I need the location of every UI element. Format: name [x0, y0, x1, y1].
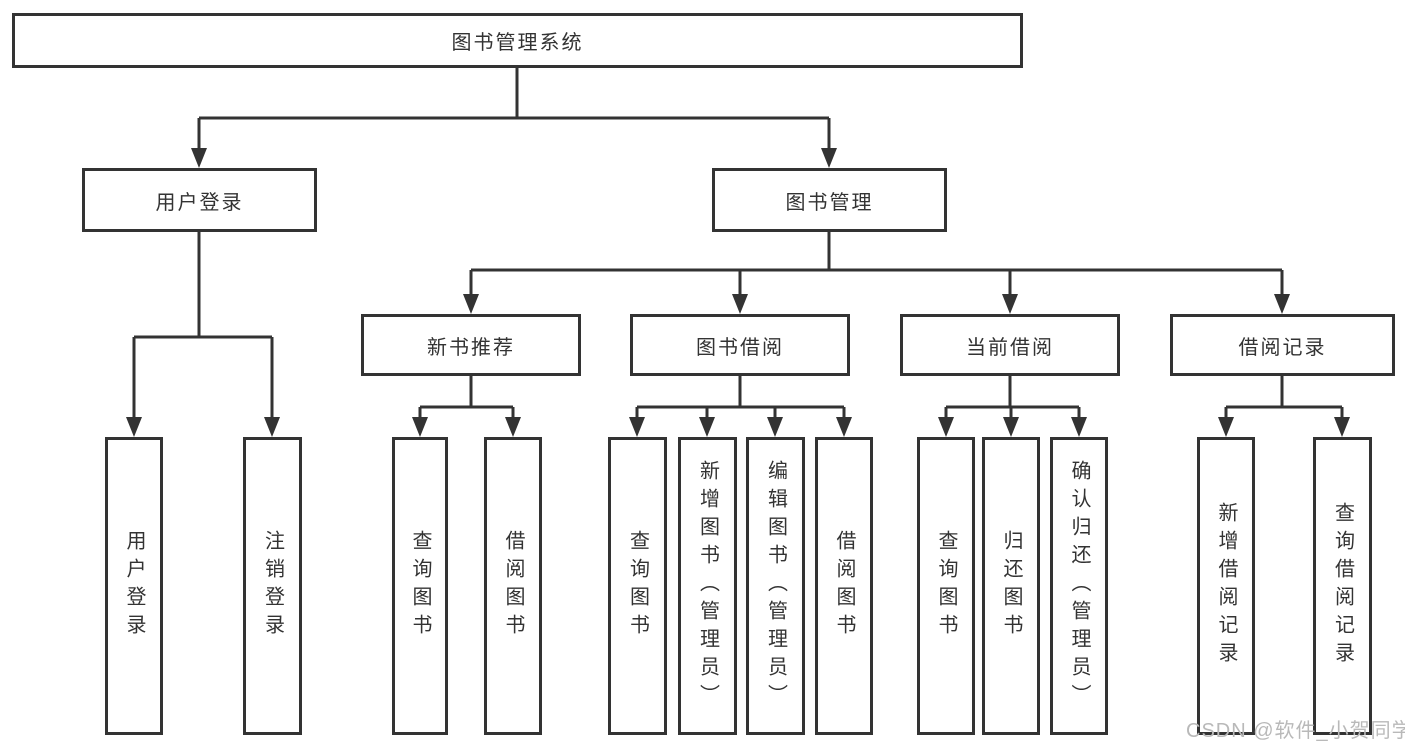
connector-book-mgmt: [469, 232, 1284, 298]
leaf-records-add-record: 新增借阅记录: [1197, 437, 1255, 735]
leaf-recommend-query-books: 查询图书: [392, 437, 448, 735]
leaf-user-login: 用户登录: [105, 437, 163, 735]
leaf-current-query-books: 查询图书: [917, 437, 975, 735]
connector-root: [197, 68, 831, 152]
csdn-watermark: CSDN @软件_小贺同学: [1186, 720, 1405, 742]
connector-new-book-rec: [418, 376, 515, 421]
leaf-current-return-books: 归还图书: [982, 437, 1040, 735]
node-book-management: 图书管理: [712, 168, 947, 232]
leaf-logout-login: 注销登录: [243, 437, 302, 735]
connector-user-login: [132, 232, 274, 421]
node-borrow-records: 借阅记录: [1170, 314, 1395, 376]
connector-current-borrow: [944, 376, 1081, 421]
leaf-records-query-record: 查询借阅记录: [1313, 437, 1372, 735]
node-current-borrow: 当前借阅: [900, 314, 1120, 376]
node-book-borrow: 图书借阅: [630, 314, 850, 376]
node-root: 图书管理系统: [12, 13, 1023, 68]
leaf-borrow-add-books-admin: 新增图书（管理员）: [678, 437, 737, 735]
node-new-book-recommend: 新书推荐: [361, 314, 581, 376]
leaf-current-confirm-return-admin: 确认归还（管理员）: [1050, 437, 1108, 735]
node-user-login: 用户登录: [82, 168, 317, 232]
leaf-borrow-edit-books-admin: 编辑图书（管理员）: [746, 437, 805, 735]
connector-borrow-records: [1224, 376, 1344, 421]
leaf-recommend-borrow-books: 借阅图书: [484, 437, 542, 735]
leaf-borrow-query-books: 查询图书: [608, 437, 667, 735]
connector-book-borrow: [635, 376, 846, 421]
leaf-borrow-borrow-books: 借阅图书: [815, 437, 873, 735]
